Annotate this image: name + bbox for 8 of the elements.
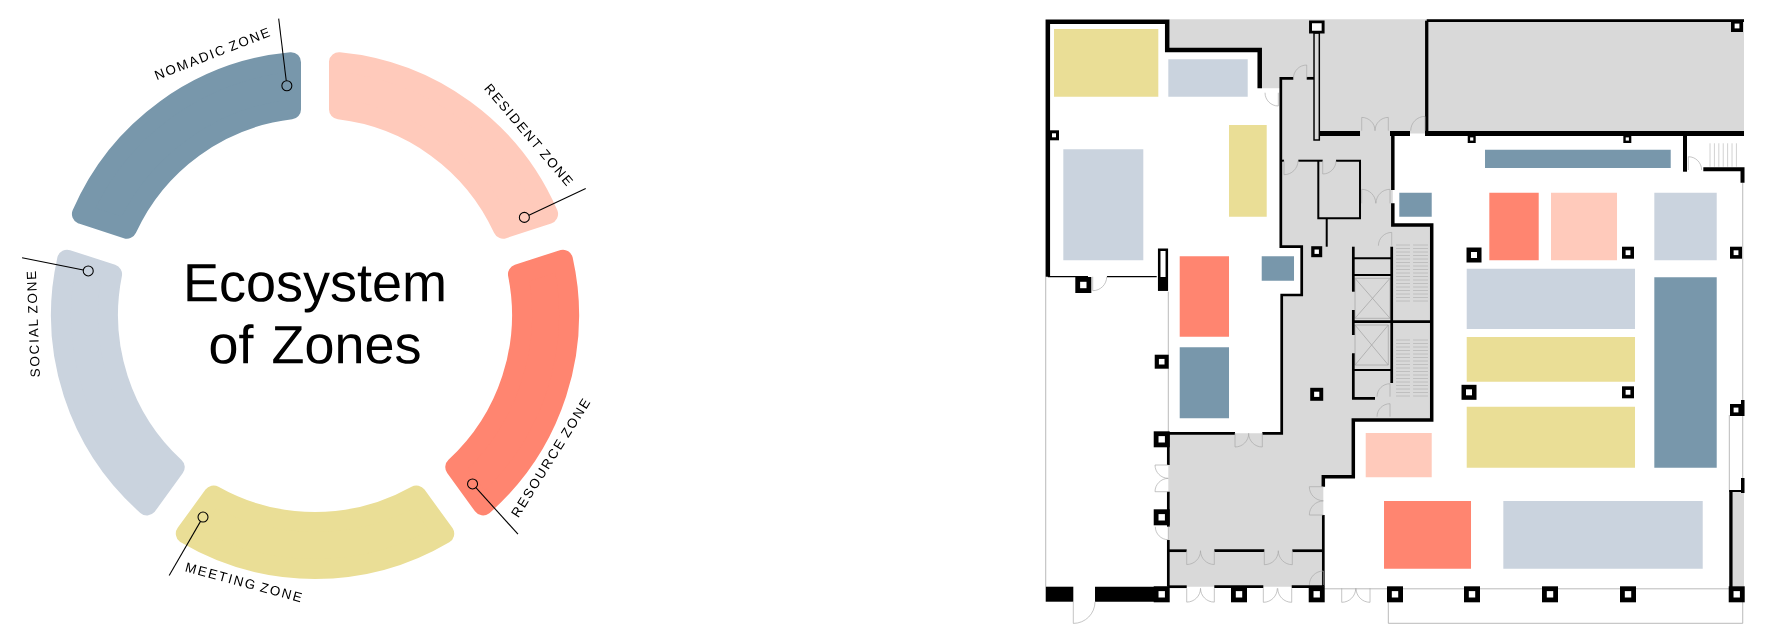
ring-segment <box>51 249 185 516</box>
leader-line <box>168 520 202 577</box>
leader-line <box>475 487 519 535</box>
zone-label: SOCIAL ZONE <box>26 271 40 377</box>
leader-line <box>528 188 587 216</box>
title: Ecosystem of Zones <box>187 264 444 364</box>
leader-line <box>278 18 287 82</box>
leader-line <box>21 257 84 271</box>
